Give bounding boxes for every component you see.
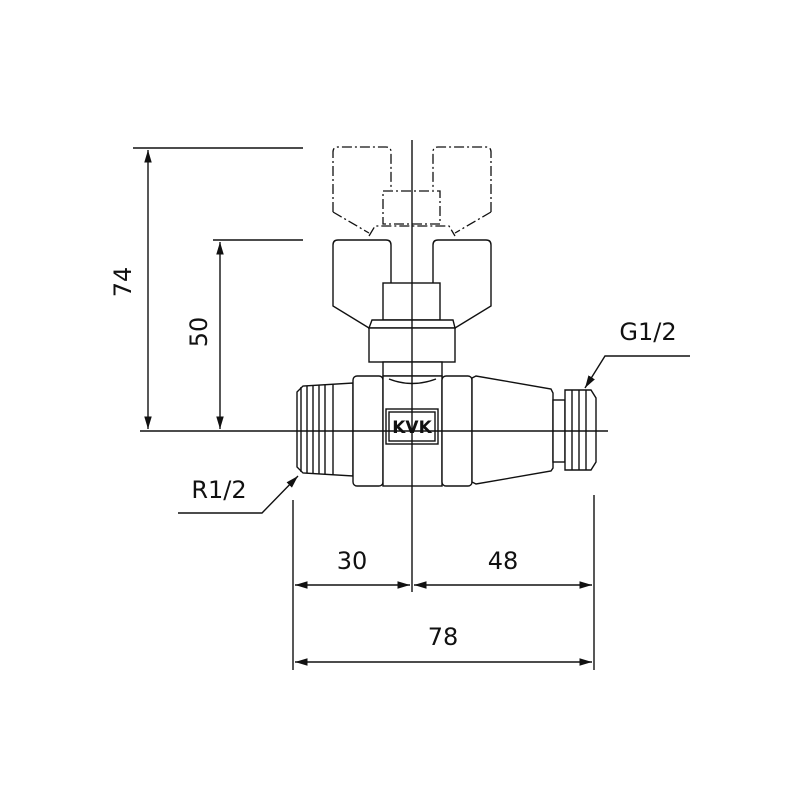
outlet-thread-label: G1/2 bbox=[619, 318, 676, 346]
handle-open-position-outline bbox=[332, 146, 492, 237]
centerlines bbox=[140, 140, 608, 592]
outlet-thread bbox=[564, 389, 597, 471]
inlet-thread-label: R1/2 bbox=[191, 476, 246, 504]
dim-height-total: 74 bbox=[109, 267, 137, 298]
dimension-lines bbox=[133, 147, 690, 670]
dim-total-length: 78 bbox=[428, 623, 459, 651]
dim-right-length: 48 bbox=[488, 547, 519, 575]
dim-left-length: 30 bbox=[337, 547, 368, 575]
dim-height-handle: 50 bbox=[185, 317, 213, 348]
